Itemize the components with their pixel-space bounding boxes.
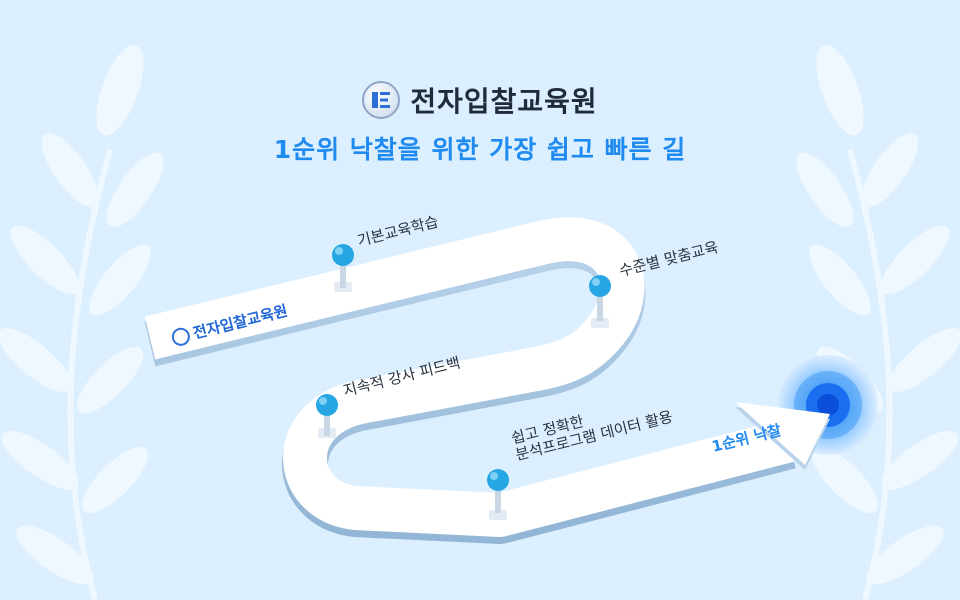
laurel-right-icon xyxy=(796,44,960,600)
brand-title: 전자입찰교육원 xyxy=(410,85,598,118)
laurel-left-icon xyxy=(0,44,164,600)
pin-step-1-icon xyxy=(332,244,354,292)
header: 전자입찰교육원 xyxy=(0,80,960,120)
pin-step-3-icon xyxy=(316,394,338,438)
pin-step-2-icon xyxy=(589,275,611,328)
pin-step-4-icon xyxy=(487,469,509,520)
small-logo-icon xyxy=(169,325,192,348)
tagline: 1순위 낙찰을 위한 가장 쉽고 빠른 길 xyxy=(273,135,687,164)
building-logo-icon xyxy=(362,81,401,119)
